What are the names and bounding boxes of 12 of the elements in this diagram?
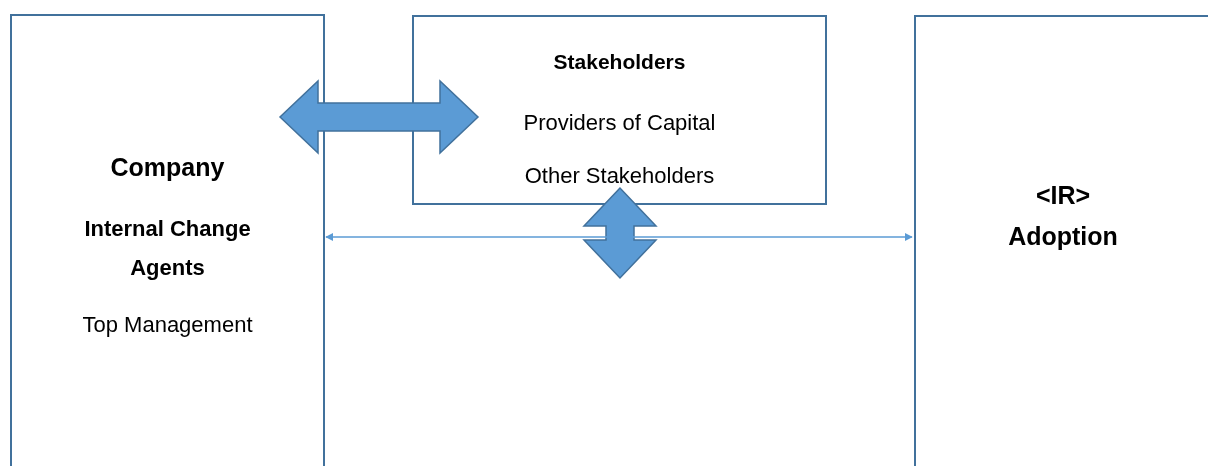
block-arrow [582, 186, 658, 280]
body-text: Top Management [82, 311, 253, 339]
block-arrow [278, 79, 480, 155]
body-text: Other Stakeholders [524, 162, 715, 190]
arrow [325, 233, 913, 241]
subheading: Internal Change Agents [83, 215, 252, 282]
heading: Stakeholders [553, 49, 686, 75]
box [412, 15, 827, 205]
heading: Company [110, 152, 225, 183]
heading: <IR> Adoption [1007, 180, 1119, 252]
subheading: Providers of Capital [523, 109, 716, 137]
box [914, 15, 1208, 466]
